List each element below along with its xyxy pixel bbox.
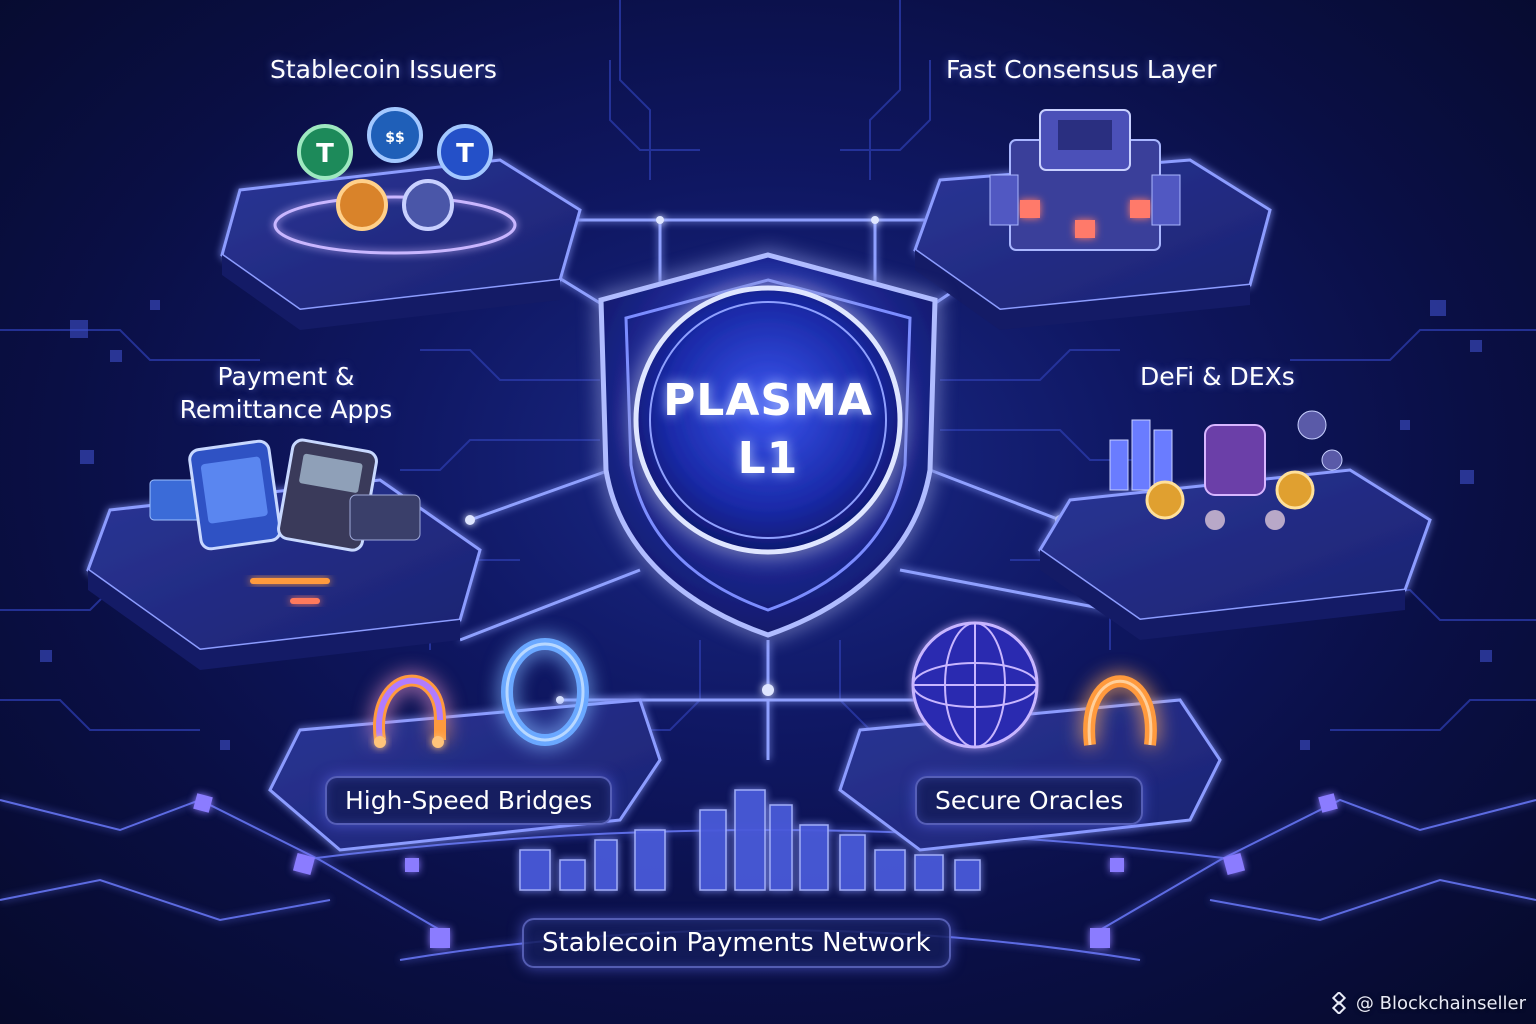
fast-consensus-platform <box>915 110 1270 330</box>
label-bridges: High-Speed Bridges <box>325 776 612 825</box>
svg-text:T: T <box>316 139 334 169</box>
server-building <box>990 110 1180 250</box>
label-oracles: Secure Oracles <box>915 776 1143 825</box>
label-payment-apps: Payment & Remittance Apps <box>166 360 406 426</box>
payment-apps-platform <box>88 438 480 670</box>
label-fast-consensus: Fast Consensus Layer <box>946 55 1217 84</box>
label-network: Stablecoin Payments Network <box>522 918 951 968</box>
binance-diamond-icon <box>1328 992 1350 1014</box>
watermark-text: @ Blockchainseller <box>1356 993 1526 1014</box>
label-stablecoin-issuers: Stablecoin Issuers <box>270 55 497 84</box>
plasma-title-line2: L1 <box>618 430 918 488</box>
label-payment-apps-line1: Payment & <box>166 360 406 393</box>
plasma-l1-title: PLASMA L1 <box>618 372 918 488</box>
svg-text:$$: $$ <box>385 130 404 146</box>
globe <box>913 623 1037 747</box>
label-payment-apps-line2: Remittance Apps <box>166 393 406 426</box>
defi-platform <box>1040 411 1430 640</box>
stablecoin-issuers-platform: T $$ T <box>222 109 580 330</box>
watermark: @ Blockchainseller <box>1328 992 1526 1014</box>
plasma-title-line1: PLASMA <box>618 372 918 430</box>
label-defi: DeFi & DEXs <box>1140 362 1295 391</box>
svg-text:T: T <box>456 139 474 169</box>
